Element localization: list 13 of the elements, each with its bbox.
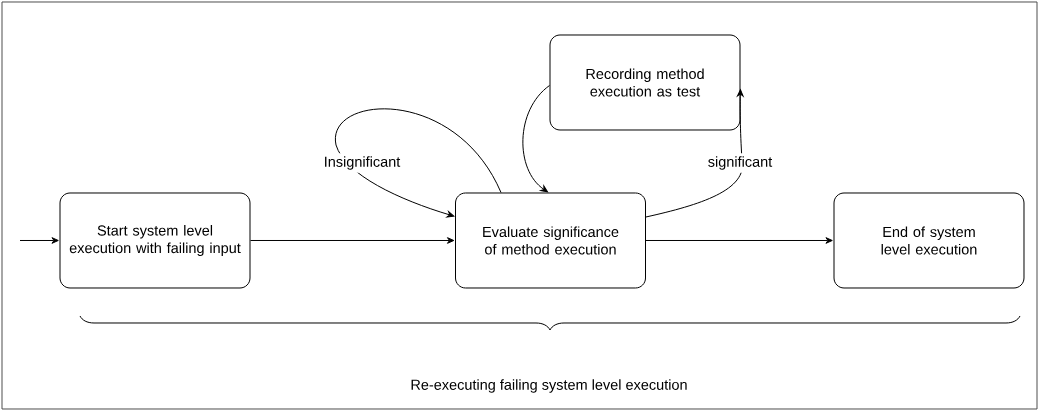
arrow [522,85,550,193]
arrow [19,237,59,244]
arrow [250,237,455,244]
process-box: Evaluate significance of method execution [455,192,646,289]
arrow [335,108,502,218]
process-box: End of system level execution [833,192,1025,289]
process-box: Start system level execution with failing input [59,192,251,289]
brace-label: Re-executing failing system level execution [411,379,687,393]
arrow [645,89,744,218]
arrow [645,237,833,244]
edge-label: Insignificant [320,153,404,173]
edge-label: significant [704,153,776,173]
process-box: Recording method execution as test [549,34,741,131]
